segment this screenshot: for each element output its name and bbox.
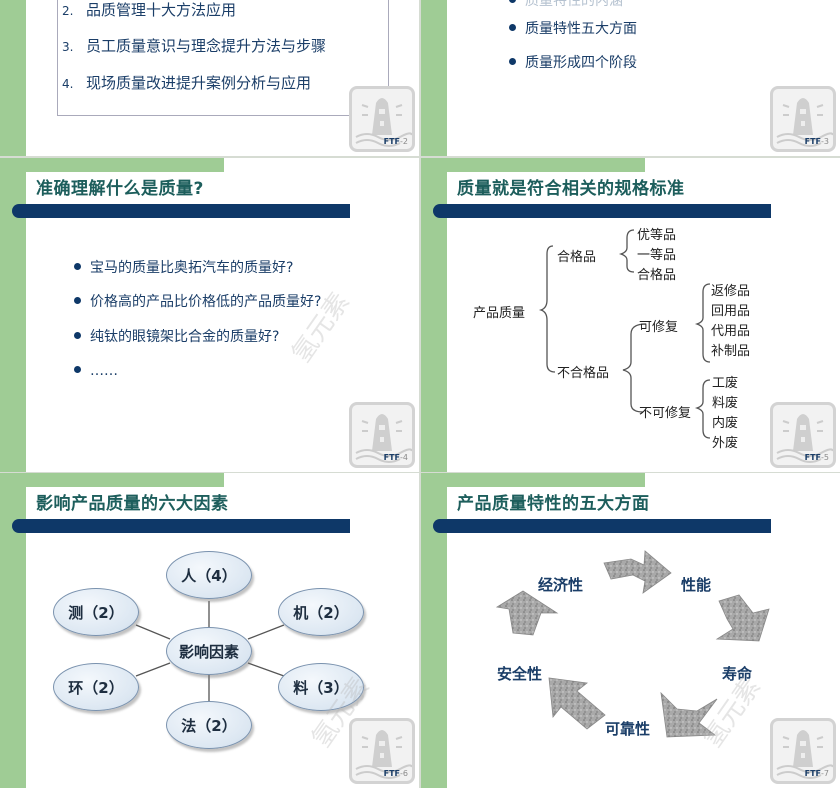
title-bar xyxy=(12,204,350,218)
agenda-box xyxy=(57,0,389,116)
arrow-icon xyxy=(603,550,672,594)
lighthouse-logo: FTF-2 xyxy=(349,86,415,152)
lighthouse-logo: FTF-4 xyxy=(349,402,415,468)
lighthouse-logo: FTF-3 xyxy=(770,86,836,152)
factor-connectors xyxy=(135,601,285,705)
arrow-icon xyxy=(715,594,770,642)
bullet-item: 宝马的质量比奥拓汽车的质量好? xyxy=(74,257,293,277)
tree-leaf: 外废 xyxy=(712,436,739,451)
bullet-dot xyxy=(74,365,81,373)
tree-node-qualified: 合格品 xyxy=(557,250,597,265)
bullet-item: …… xyxy=(74,363,118,379)
bullet-dot xyxy=(509,23,516,31)
lighthouse-logo: FTF-7 xyxy=(770,718,836,784)
tree-leaf: 料废 xyxy=(712,396,739,411)
bullet-dot xyxy=(74,296,81,304)
factor-method: 法（2） xyxy=(166,701,252,749)
title-bar xyxy=(433,204,771,218)
bullet-item: 价格高的产品比价格低的产品质量好? xyxy=(74,291,321,311)
green-frame xyxy=(0,0,26,156)
tree-brackets xyxy=(538,229,711,439)
lighthouse-icon xyxy=(355,730,412,779)
slide-number: FTF-4 xyxy=(383,453,408,462)
slide-ftf-3[interactable]: 质量特性的内涵 质量特性五大方面 质量形成四个阶段 FTF-3 xyxy=(421,0,840,156)
slide-title: 准确理解什么是质量? xyxy=(36,179,204,199)
agenda-item: 3.员工质量意识与理念提升方法与步骤 xyxy=(62,37,327,55)
factor-machine: 机（2） xyxy=(278,588,364,636)
bullet-item: 纯钛的眼镜架比合金的质量好? xyxy=(74,326,279,346)
aspect-safety: 安全性 xyxy=(497,665,543,683)
lighthouse-logo: FTF-6 xyxy=(349,718,415,784)
tree-leaf: 一等品 xyxy=(637,248,677,263)
bullet-dot xyxy=(74,331,81,339)
agenda-item: 2.品质管理十大方法应用 xyxy=(62,1,237,19)
factor-environment: 环（2） xyxy=(53,663,139,711)
title-bar xyxy=(12,519,350,533)
factor-material: 料（3） xyxy=(278,663,364,711)
slide-ftf-6[interactable]: 影响产品质量的六大因素 人（4） 测（2） 机（2） 影响因素 环（2） 料（3… xyxy=(0,473,419,788)
slide-number: FTF-7 xyxy=(804,769,829,778)
arrow-icon xyxy=(495,590,559,636)
lighthouse-icon xyxy=(355,414,412,463)
tree-node-unrepairable: 不可修复 xyxy=(639,406,692,421)
lighthouse-logo: FTF-5 xyxy=(770,402,836,468)
slide-ftf-4[interactable]: 准确理解什么是质量? 宝马的质量比奥拓汽车的质量好? 价格高的产品比价格低的产品… xyxy=(0,158,419,472)
tree-leaf: 代用品 xyxy=(711,324,751,339)
tree-leaf: 优等品 xyxy=(637,228,677,243)
bullet-item: 质量形成四个阶段 xyxy=(509,52,637,72)
bullet-dot xyxy=(509,57,516,65)
lighthouse-icon xyxy=(776,730,833,779)
aspect-lifespan: 寿命 xyxy=(722,665,753,683)
bullet-item: 质量特性的内涵 xyxy=(509,0,623,10)
tree-leaf: 回用品 xyxy=(711,304,751,319)
tree-node-unqualified: 不合格品 xyxy=(557,366,610,381)
slide-ftf-2[interactable]: 2.品质管理十大方法应用 3.员工质量意识与理念提升方法与步骤 4.现场质量改进… xyxy=(0,0,419,156)
factor-center: 影响因素 xyxy=(166,627,252,675)
slide-title: 质量就是符合相关的规格标准 xyxy=(457,179,685,199)
factor-people: 人（4） xyxy=(166,551,252,599)
slide-ftf-5[interactable]: 质量就是符合相关的规格标准 产品质量 合格品 优等品 一等品 合格品 不合格品 … xyxy=(421,158,840,472)
slide-number: FTF-3 xyxy=(804,137,829,146)
tree-leaf: 内废 xyxy=(712,416,739,431)
tree-leaf: 返修品 xyxy=(711,284,751,299)
agenda-item: 4.现场质量改进提升案例分析与应用 xyxy=(62,74,312,92)
tree-root: 产品质量 xyxy=(473,306,526,321)
arrow-icon xyxy=(660,691,718,738)
tree-leaf: 工废 xyxy=(712,376,739,391)
slide-title: 影响产品质量的六大因素 xyxy=(36,494,229,514)
aspect-reliability: 可靠性 xyxy=(605,720,651,738)
slide-title: 产品质量特性的五大方面 xyxy=(457,494,650,514)
slide-ftf-7[interactable]: 产品质量特性的五大方面 经济性 性能 寿命 安全性 可靠性 氢元素 xyxy=(421,473,840,788)
lighthouse-icon xyxy=(776,98,833,147)
lighthouse-icon xyxy=(776,414,833,463)
bullet-dot xyxy=(74,262,81,270)
factor-measurement: 测（2） xyxy=(53,588,139,636)
tree-node-repairable: 可修复 xyxy=(639,320,679,335)
arrow-icon xyxy=(548,677,606,730)
slide-number: FTF-6 xyxy=(383,769,408,778)
lighthouse-icon xyxy=(355,98,412,147)
aspect-performance: 性能 xyxy=(681,576,712,594)
aspect-economy: 经济性 xyxy=(538,576,584,594)
cycle-arrows xyxy=(495,550,770,738)
tree-leaf: 合格品 xyxy=(637,268,677,283)
slide-number: FTF-2 xyxy=(383,137,408,146)
slide-number: FTF-5 xyxy=(804,453,829,462)
title-bar xyxy=(433,519,771,533)
tree-leaf: 补制品 xyxy=(711,344,751,359)
bullet-item: 质量特性五大方面 xyxy=(509,18,637,38)
green-frame xyxy=(421,0,447,156)
